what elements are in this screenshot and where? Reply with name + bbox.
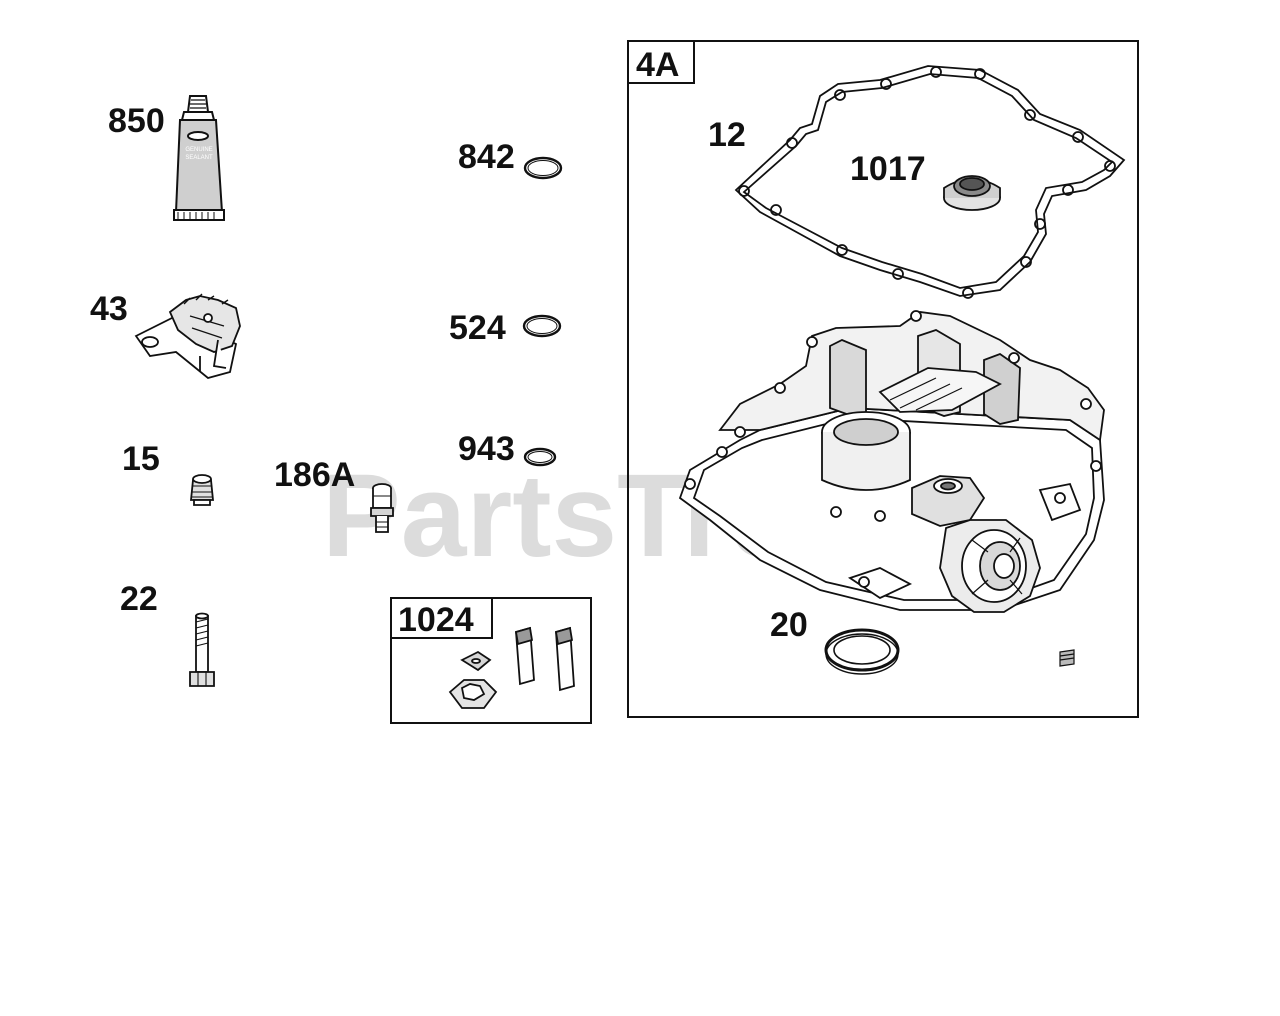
o-ring-icon bbox=[522, 314, 562, 338]
part-label-943: 943 bbox=[458, 430, 515, 468]
part-850[interactable]: 850 GENUINE SEALANT bbox=[108, 95, 225, 221]
part-label-20: 20 bbox=[770, 606, 808, 644]
sealant-tube-icon: GENUINE SEALANT bbox=[173, 95, 225, 221]
part-1024-kit[interactable]: 1024 bbox=[390, 597, 592, 724]
part-label-43: 43 bbox=[90, 290, 128, 328]
part-186A[interactable]: 186A bbox=[274, 456, 394, 533]
fitting-icon bbox=[370, 483, 394, 533]
o-ring-icon bbox=[523, 447, 557, 467]
part-label-22: 22 bbox=[120, 580, 158, 618]
part-22[interactable]: 22 bbox=[120, 580, 215, 687]
part-label-12: 12 bbox=[708, 116, 746, 154]
part-15[interactable]: 15 bbox=[122, 440, 214, 506]
part-label-4A: 4A bbox=[636, 46, 679, 84]
part-label-524: 524 bbox=[449, 309, 506, 347]
part-943[interactable]: 943 bbox=[458, 430, 557, 468]
part-4A-assembly[interactable]: 4A 12 1017 bbox=[627, 40, 1139, 718]
part-label-1017: 1017 bbox=[850, 150, 926, 188]
part-43[interactable]: 43 bbox=[90, 290, 241, 379]
plug-icon bbox=[190, 474, 214, 506]
oil-pump-kit-icon bbox=[448, 626, 575, 709]
assembly-label-box bbox=[627, 40, 695, 84]
part-label-15: 15 bbox=[122, 440, 160, 478]
o-ring-icon bbox=[523, 156, 563, 180]
kit-label-box bbox=[390, 597, 493, 639]
tube-label-line2: SEALANT bbox=[185, 155, 213, 161]
part-label-842: 842 bbox=[458, 138, 515, 176]
crankcase-cover-icon bbox=[678, 310, 1105, 613]
assembly-frame bbox=[627, 40, 1139, 718]
part-842[interactable]: 842 bbox=[458, 138, 563, 180]
oil-seal-icon bbox=[824, 628, 900, 675]
gasket-icon bbox=[734, 65, 1126, 299]
part-label-850: 850 bbox=[108, 102, 165, 140]
bolt-icon bbox=[189, 612, 215, 687]
part-label-1024: 1024 bbox=[398, 601, 474, 639]
seal-icon bbox=[943, 175, 1001, 211]
part-label-186A: 186A bbox=[274, 456, 355, 494]
spring-icon bbox=[1059, 649, 1075, 667]
tube-label-line1: GENUINE bbox=[185, 147, 212, 153]
governor-bracket-icon bbox=[134, 293, 241, 379]
part-524[interactable]: 524 bbox=[449, 309, 562, 347]
